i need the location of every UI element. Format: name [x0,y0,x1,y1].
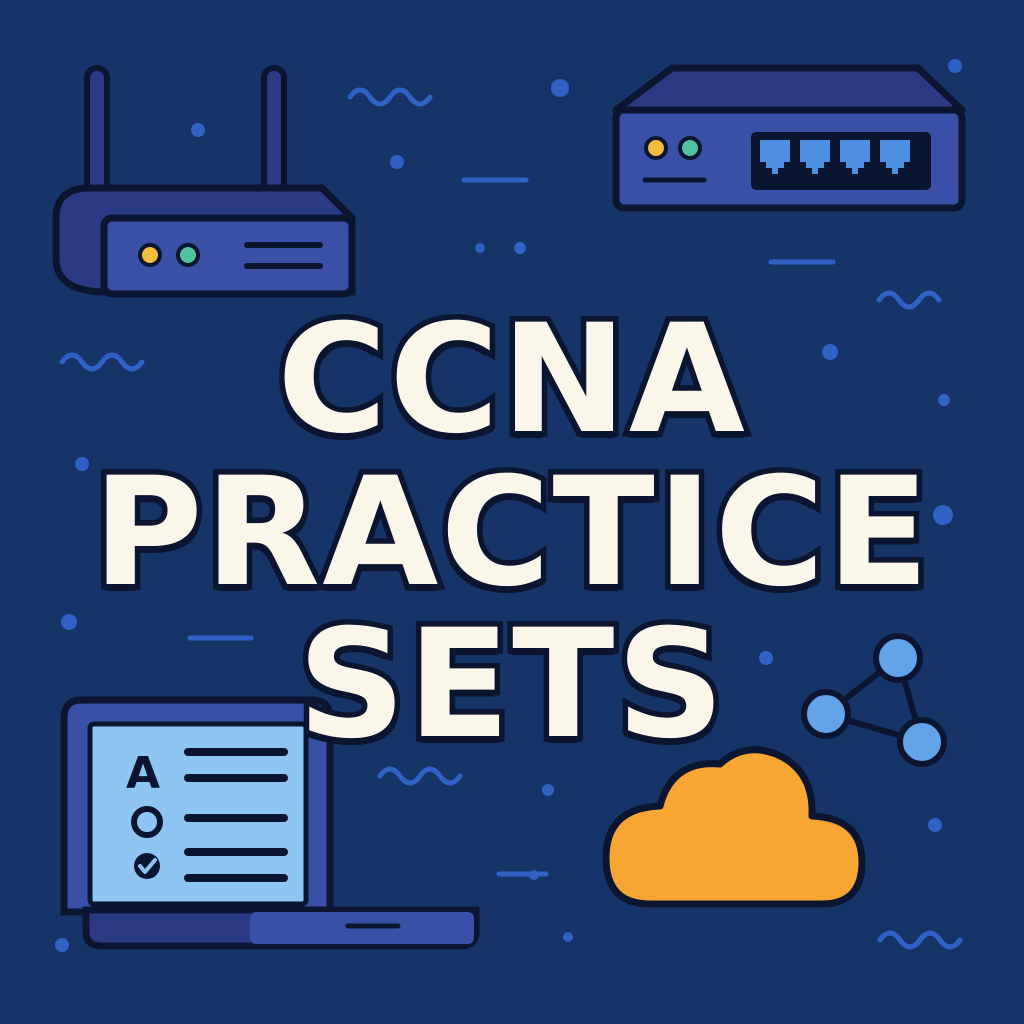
title-line-2: PRACTICE [87,446,934,620]
share-nodes-icon [801,633,947,767]
answer-letter: A [126,748,160,799]
decor-dashes [187,177,836,877]
network-switch-icon [612,64,966,212]
radio-empty-icon [131,806,163,838]
decor-squiggles [59,87,963,950]
switch-ports [760,140,910,174]
checkmark-icon [134,853,160,879]
title-line-3: SETS [292,598,730,772]
decor-dots [55,59,962,952]
cloud-icon [602,746,866,908]
title-line-1: CCNA [272,293,751,467]
router-icon [52,65,356,298]
laptop-quiz-icon: A [60,696,480,950]
